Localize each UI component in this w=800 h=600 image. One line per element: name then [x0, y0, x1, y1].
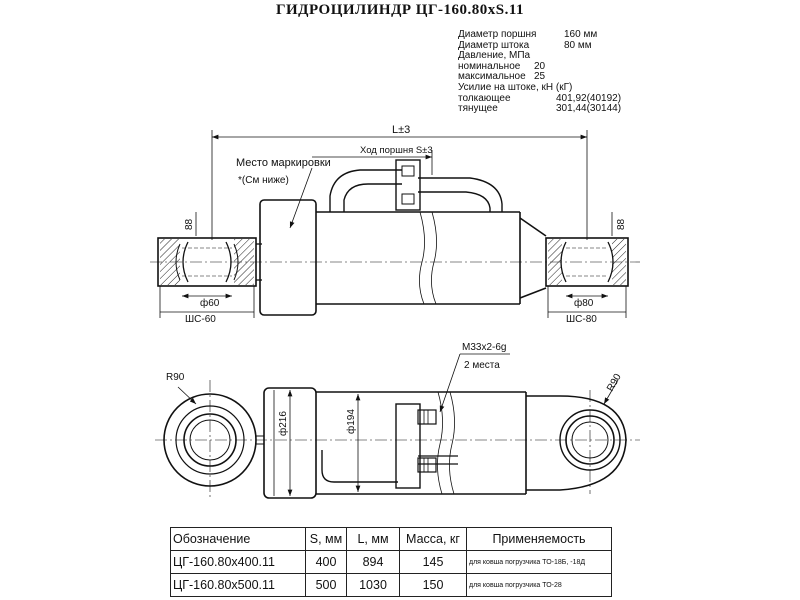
- spec-value: 301,44(30144): [556, 103, 622, 115]
- cell-applicability: для ковша погрузчика ТО-18Б, -18Д: [466, 550, 612, 574]
- table-row: ЦГ-160.80х400.11 400 894 145 для ковша п…: [170, 550, 612, 574]
- stroke-dim: Ход поршня S±3: [360, 145, 433, 156]
- spec-value: 25: [534, 71, 546, 83]
- thread-label: М33х2-6g: [462, 342, 506, 353]
- spec-row-maximum: максимальное 25: [458, 72, 658, 83]
- right-height-dim: 88: [616, 218, 627, 230]
- spec-value: 20: [534, 60, 546, 72]
- cell-mass: 150: [399, 573, 467, 597]
- outer-diameter-dim: ф216: [277, 411, 289, 436]
- spec-label: толкающее: [458, 92, 511, 104]
- spec-row-pressure: Давление, МПа: [458, 51, 658, 62]
- cell-length: 1030: [346, 573, 400, 597]
- header-stroke: S, мм: [305, 527, 347, 551]
- spec-value: 160 мм: [564, 29, 598, 40]
- spec-label: Усилие на штоке, кН (кГ): [458, 81, 573, 93]
- spec-row-piston-diameter: Диаметр поршня 160 мм: [458, 29, 658, 41]
- cell-designation: ЦГ-160.80х500.11: [170, 573, 306, 597]
- header-mass: Масса, кг: [399, 527, 467, 551]
- left-height-dim: 88: [184, 218, 195, 230]
- spec-label: Давление, МПа: [458, 50, 531, 62]
- cell-stroke: 500: [305, 573, 347, 597]
- left-bore-dim: ф60: [200, 297, 220, 309]
- table-row: ЦГ-160.80х500.11 500 1030 150 для ковша …: [170, 573, 612, 597]
- spec-row-pushing: толкающее 401,92(40192): [458, 92, 658, 105]
- specifications-block: Диаметр поршня 160 мм Диаметр штока 80 м…: [458, 29, 658, 115]
- spec-label: максимальное: [458, 71, 526, 83]
- spec-row-nominal: номинальное 20: [458, 60, 658, 73]
- table-header-row: Обозначение S, мм L, мм Масса, кг Примен…: [170, 527, 612, 551]
- length-dim: L±3: [392, 124, 410, 136]
- drawing-title: ГИДРОЦИЛИНДР ЦГ-160.80хS.11: [275, 2, 525, 18]
- right-bearing-label: ШС-80: [566, 314, 597, 325]
- header-length: L, мм: [346, 527, 400, 551]
- barrel-diameter-dim: ф194: [345, 409, 357, 434]
- spec-value: 401,92(40192): [556, 92, 622, 104]
- right-bore-dim: ф80: [574, 297, 594, 309]
- cell-applicability: для ковша погрузчика ТО-28: [466, 573, 612, 597]
- header-applicability: Применяемость: [466, 527, 612, 551]
- cell-stroke: 400: [305, 550, 347, 574]
- ports-label: 2 места: [464, 360, 500, 371]
- cell-mass: 145: [399, 550, 467, 574]
- radius-left-label: R90: [166, 372, 185, 383]
- marking-note: *(См ниже): [238, 175, 289, 186]
- cell-length: 894: [346, 550, 400, 574]
- spec-label: Диаметр штока: [458, 39, 530, 51]
- spec-value: 80 мм: [564, 39, 592, 51]
- cell-designation: ЦГ-160.80х400.11: [170, 550, 306, 574]
- spec-label: номинальное: [458, 60, 521, 72]
- spec-row-pulling: тянущее 301,44(30144): [458, 104, 658, 115]
- spec-row-rod-diameter: Диаметр штока 80 мм: [458, 39, 658, 52]
- side-view: [150, 130, 640, 318]
- spec-label: тянущее: [458, 103, 498, 115]
- top-view: [155, 353, 640, 500]
- spec-label: Диаметр поршня: [458, 29, 537, 40]
- left-bearing-label: ШС-60: [185, 314, 216, 325]
- spec-row-force: Усилие на штоке, кН (кГ): [458, 81, 658, 94]
- variants-table: Обозначение S, мм L, мм Масса, кг Примен…: [170, 527, 612, 597]
- header-designation: Обозначение: [170, 527, 306, 551]
- radius-right-label: R90: [605, 372, 624, 394]
- marking-label: Место маркировки: [236, 157, 331, 169]
